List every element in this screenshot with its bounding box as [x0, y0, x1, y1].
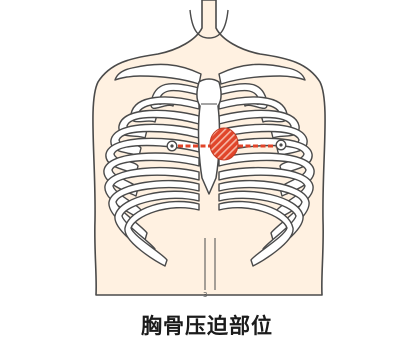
left-nipple-icon	[167, 141, 177, 151]
right-nipple-icon	[276, 140, 286, 150]
figure-caption: 胸骨压迫部位	[0, 310, 414, 340]
page-number: 3	[203, 291, 207, 299]
compression-zone-marker	[210, 128, 238, 160]
